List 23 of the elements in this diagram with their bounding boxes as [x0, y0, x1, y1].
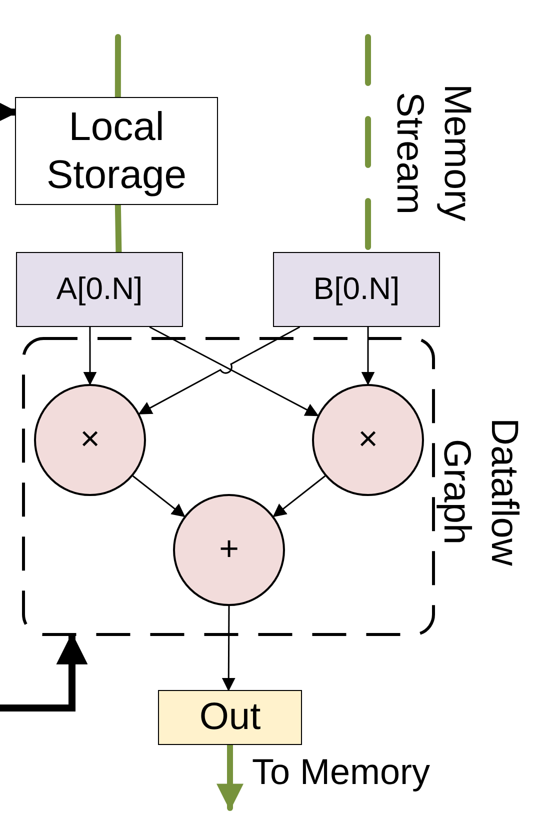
array-box	[16, 252, 183, 327]
arrow	[272, 475, 326, 518]
output-box	[158, 690, 302, 745]
connector	[114, 34, 121, 100]
stream-label: Memory Stream	[388, 83, 479, 224]
node-label: A[0.N]	[56, 272, 143, 307]
arrow	[222, 606, 236, 692]
arrow	[149, 326, 319, 416]
arrow	[361, 327, 375, 386]
arrow	[216, 742, 244, 811]
arrow	[83, 327, 97, 386]
node-label: Out	[199, 696, 261, 738]
storage-box	[15, 97, 218, 205]
node-label: ×	[358, 421, 378, 459]
arrow	[132, 475, 186, 518]
node-label: Local Storage	[45, 104, 188, 199]
node-label: ×	[80, 421, 100, 459]
node-label: +	[219, 531, 239, 569]
node-label: B[0.N]	[313, 272, 400, 307]
arrow	[138, 326, 300, 414]
group-title: Dataflow Graph	[434, 417, 526, 568]
array-box	[273, 252, 440, 327]
connector	[114, 202, 122, 255]
